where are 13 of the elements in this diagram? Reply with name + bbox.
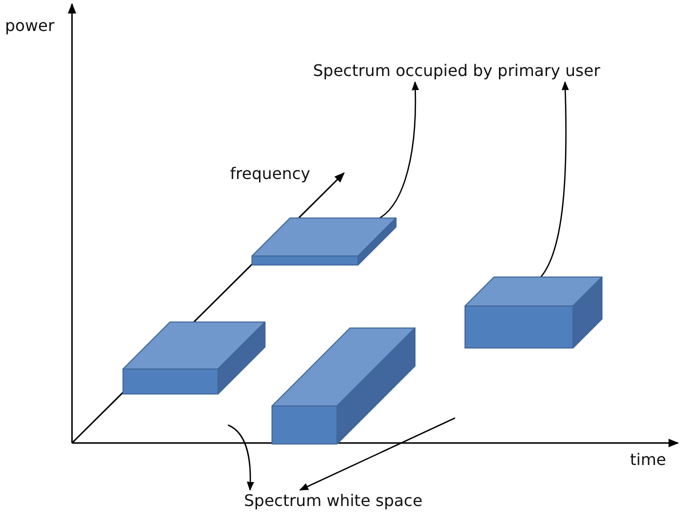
leader-arrow [228, 424, 254, 491]
callout-text: Spectrum white space [244, 491, 422, 511]
axis-label: frequency [230, 164, 310, 184]
callout-text: Spectrum occupied by primary user [313, 61, 600, 81]
axis-label: time [630, 450, 666, 470]
axis-label: power [5, 16, 54, 36]
leader-arrow [539, 81, 569, 278]
spectrum-block [465, 277, 602, 348]
leader-arrow [378, 81, 419, 220]
spectrum-block [123, 322, 265, 394]
leader-arrow [299, 417, 456, 491]
spectrum-block [252, 218, 396, 265]
spectrum-block [272, 328, 415, 444]
